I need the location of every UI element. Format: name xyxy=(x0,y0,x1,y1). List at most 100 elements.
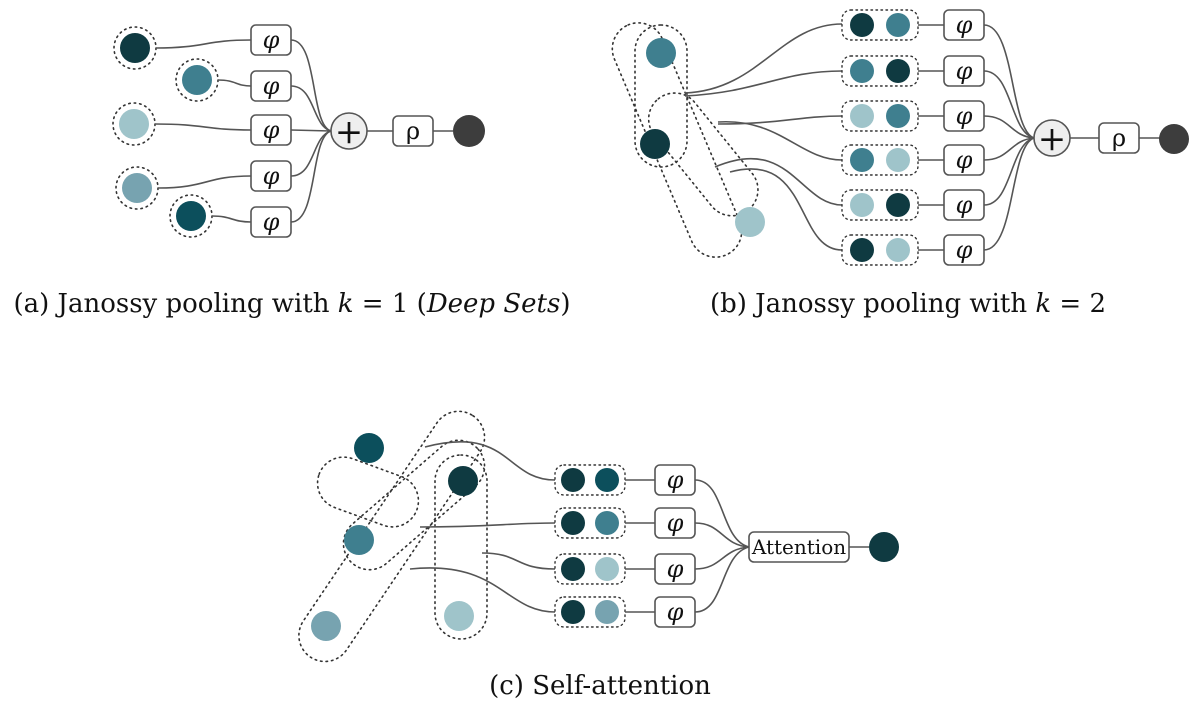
edge xyxy=(290,130,332,223)
input-element xyxy=(119,109,149,139)
input-element xyxy=(448,466,478,496)
edge xyxy=(157,175,252,189)
tuple-element xyxy=(850,193,874,217)
pair-tuple xyxy=(554,464,626,496)
panel-a: φ φ φ φ φ + ρ xyxy=(112,24,485,238)
tuple-element xyxy=(886,13,910,37)
tuple-element xyxy=(886,193,910,217)
edge xyxy=(217,79,252,87)
edges-pair-phi xyxy=(625,479,655,613)
input-element xyxy=(640,129,670,159)
caption-a: (a) Janossy pooling with k = 1 (Deep Set… xyxy=(14,289,571,319)
tuple-element xyxy=(595,557,619,581)
edge xyxy=(424,441,556,481)
edges-phi-sum xyxy=(290,39,332,223)
phi-box: φ xyxy=(943,189,985,221)
svg-text:φ: φ xyxy=(263,208,280,236)
edges-input-pair xyxy=(409,441,556,613)
pair-tuple xyxy=(841,55,919,87)
pair-tuple xyxy=(554,507,626,539)
svg-text:+: + xyxy=(335,112,364,152)
svg-text:φ: φ xyxy=(956,57,973,85)
caption-b: (b) Janossy pooling with k = 2 xyxy=(710,289,1106,319)
sum-node: + xyxy=(1033,119,1071,159)
tuple-element xyxy=(850,238,874,262)
pair-hull xyxy=(634,24,688,168)
pair-hull xyxy=(434,454,488,640)
pair-tuples xyxy=(554,464,626,628)
phi-box: φ xyxy=(654,507,696,539)
edge xyxy=(155,39,252,49)
input-element xyxy=(182,65,212,95)
edge xyxy=(419,522,556,528)
pair-tuple xyxy=(841,9,919,41)
edge xyxy=(714,157,843,206)
edge xyxy=(717,115,843,125)
edge xyxy=(290,130,332,177)
tuple-element xyxy=(595,600,619,624)
output-node xyxy=(869,532,899,562)
edge xyxy=(983,137,1035,161)
edge xyxy=(154,123,252,131)
tuple-element xyxy=(595,511,619,535)
phi-box: φ xyxy=(943,100,985,132)
pair-tuple xyxy=(841,144,919,176)
input-element xyxy=(646,38,676,68)
edge xyxy=(290,129,332,132)
svg-text:φ: φ xyxy=(956,102,973,130)
input-element xyxy=(735,207,765,237)
svg-text:Attention: Attention xyxy=(751,535,846,559)
tuple-element xyxy=(561,468,585,492)
pair-tuple xyxy=(554,553,626,585)
input-element xyxy=(176,201,206,231)
svg-text:φ: φ xyxy=(263,26,280,54)
edge xyxy=(694,546,750,613)
edges-input-phi xyxy=(154,39,252,223)
svg-text:φ: φ xyxy=(667,555,684,583)
edge xyxy=(684,23,843,94)
svg-text:φ: φ xyxy=(956,191,973,219)
svg-text:+: + xyxy=(1038,119,1067,159)
edge xyxy=(290,85,332,132)
phi-box: φ xyxy=(250,206,292,238)
edges-phi-attention xyxy=(694,479,750,613)
edge xyxy=(409,567,556,613)
input-element xyxy=(311,611,341,641)
phi-box: φ xyxy=(250,160,292,192)
caption-c: (c) Self-attention xyxy=(489,671,711,701)
phi-box: φ xyxy=(943,9,985,41)
attention-hulls xyxy=(298,410,488,663)
edge xyxy=(983,115,1035,139)
svg-text:ρ: ρ xyxy=(406,117,420,145)
phi-box: φ xyxy=(654,553,696,585)
edges-phi-sum xyxy=(983,24,1035,251)
svg-text:φ: φ xyxy=(956,146,973,174)
edge xyxy=(684,70,843,97)
output-node xyxy=(1159,124,1189,154)
tuple-element xyxy=(850,104,874,128)
panel-c: φ φ φ φ Attention xyxy=(298,410,899,663)
phi-box: φ xyxy=(943,144,985,176)
tuple-element xyxy=(850,13,874,37)
svg-text:φ: φ xyxy=(263,162,280,190)
sum-node: + xyxy=(330,112,368,152)
phi-box: φ xyxy=(943,234,985,266)
pair-hull xyxy=(298,410,486,663)
edge xyxy=(983,137,1035,206)
phi-box: φ xyxy=(943,55,985,87)
svg-text:φ: φ xyxy=(956,11,973,39)
edge xyxy=(694,522,750,548)
pair-tuple xyxy=(841,189,919,221)
svg-text:φ: φ xyxy=(956,236,973,264)
svg-text:φ: φ xyxy=(263,72,280,100)
input-element xyxy=(120,33,150,63)
tuple-element xyxy=(561,511,585,535)
tuple-element xyxy=(886,148,910,172)
svg-text:φ: φ xyxy=(263,116,280,144)
tuple-element xyxy=(595,468,619,492)
edge xyxy=(983,137,1035,251)
pair-tuple xyxy=(841,234,919,266)
tuple-element xyxy=(886,59,910,83)
svg-text:φ: φ xyxy=(667,466,684,494)
pair-tuples xyxy=(841,9,919,266)
